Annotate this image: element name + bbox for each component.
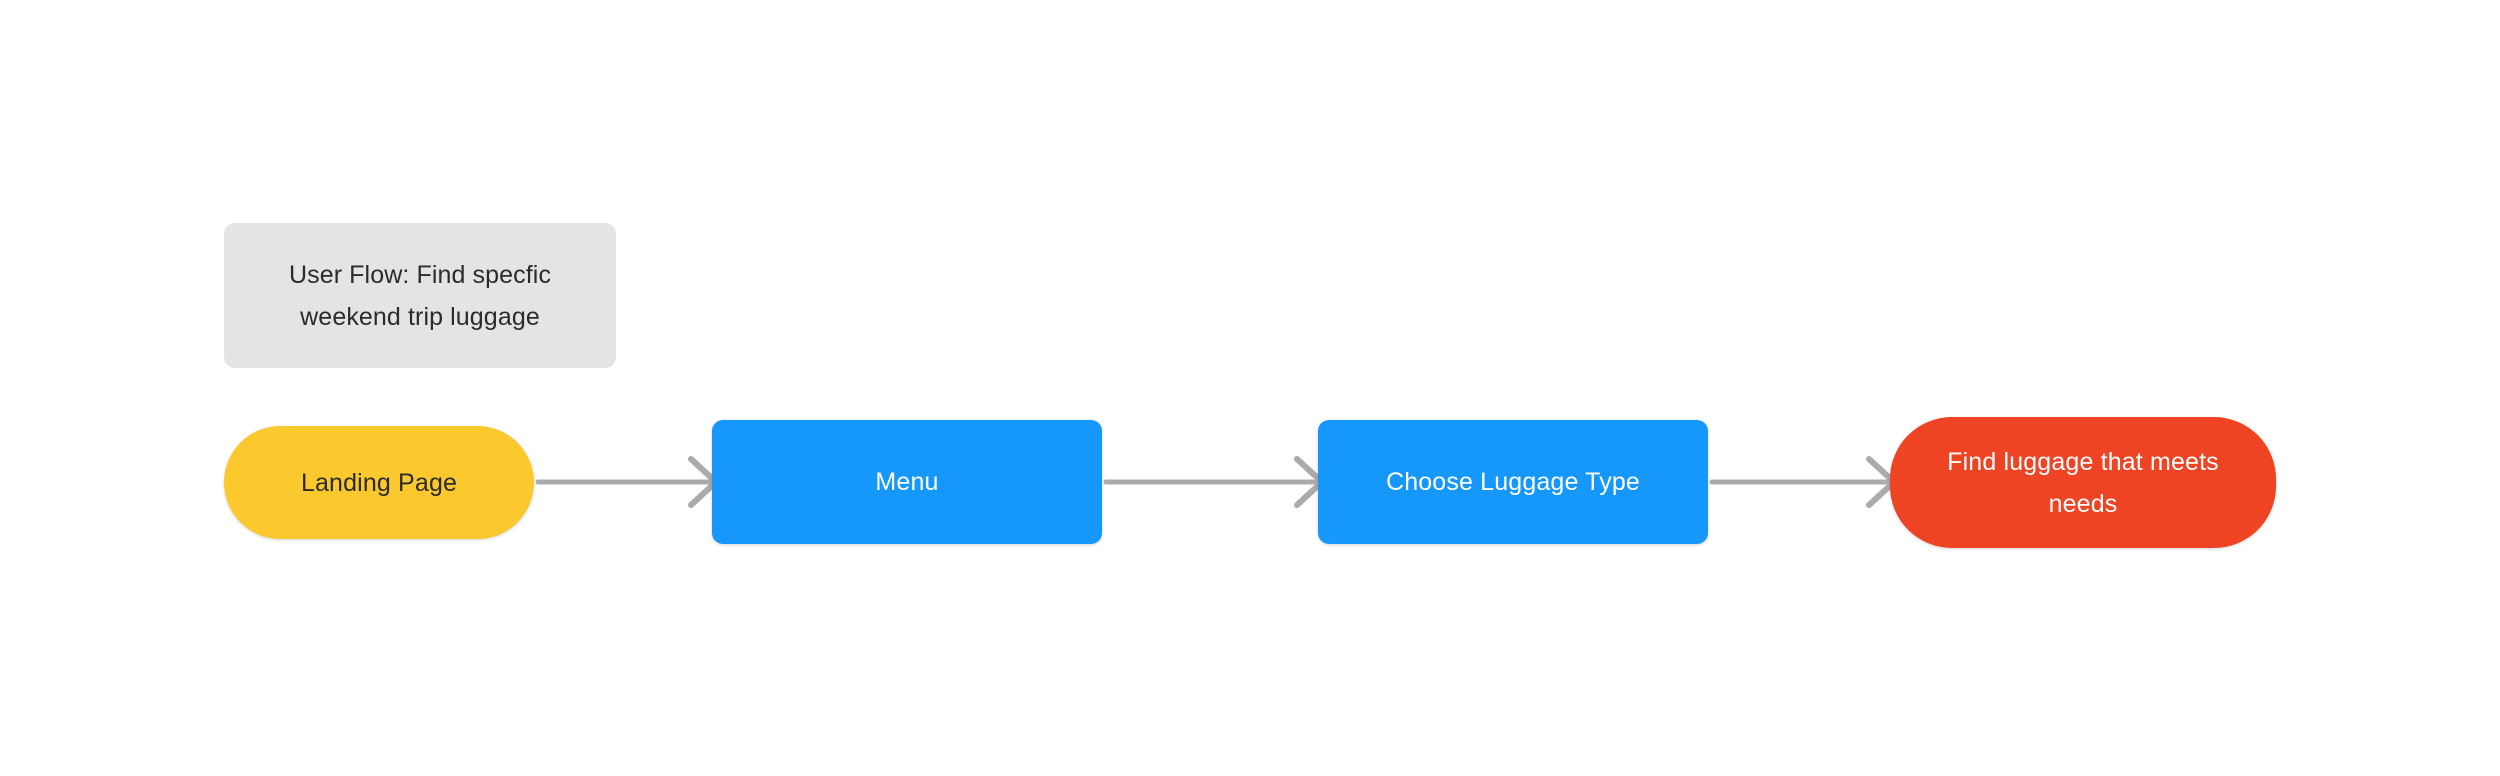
flow-title-text: User Flow: Find specfic weekend trip lug… xyxy=(289,254,551,338)
flow-title-line-2: weekend trip luggage xyxy=(300,302,540,331)
arrow-right-icon xyxy=(1709,456,1897,508)
arrow-right-icon xyxy=(535,456,719,508)
flow-node-find-luggage-line-2: needs xyxy=(2048,489,2118,518)
flow-connector-menu-to-choose-luggage-type[interactable] xyxy=(1102,448,1330,516)
flow-connector-choose-luggage-type-to-find-luggage[interactable] xyxy=(1708,448,1902,516)
flow-node-landing-page[interactable]: Landing Page xyxy=(224,426,534,539)
flow-node-choose-luggage-type-label: Choose Luggage Type xyxy=(1386,468,1640,496)
flow-node-find-luggage-that-meets-needs-label: Find luggage that meets needs xyxy=(1890,441,2276,525)
flow-title-card[interactable]: User Flow: Find specfic weekend trip lug… xyxy=(224,223,616,368)
flow-node-find-luggage-line-1: Find luggage that meets xyxy=(1947,447,2219,476)
flow-node-landing-page-label: Landing Page xyxy=(300,468,458,497)
flow-connector-landing-page-to-menu[interactable] xyxy=(534,448,724,516)
flow-node-menu[interactable]: Menu xyxy=(712,420,1102,544)
flow-node-find-luggage-that-meets-needs[interactable]: Find luggage that meets needs xyxy=(1890,417,2276,548)
flow-node-choose-luggage-type[interactable]: Choose Luggage Type xyxy=(1318,420,1708,544)
flow-title-line-1: User Flow: Find specfic xyxy=(288,260,552,289)
flow-node-menu-label: Menu xyxy=(875,468,939,496)
arrow-right-icon xyxy=(1103,456,1325,508)
